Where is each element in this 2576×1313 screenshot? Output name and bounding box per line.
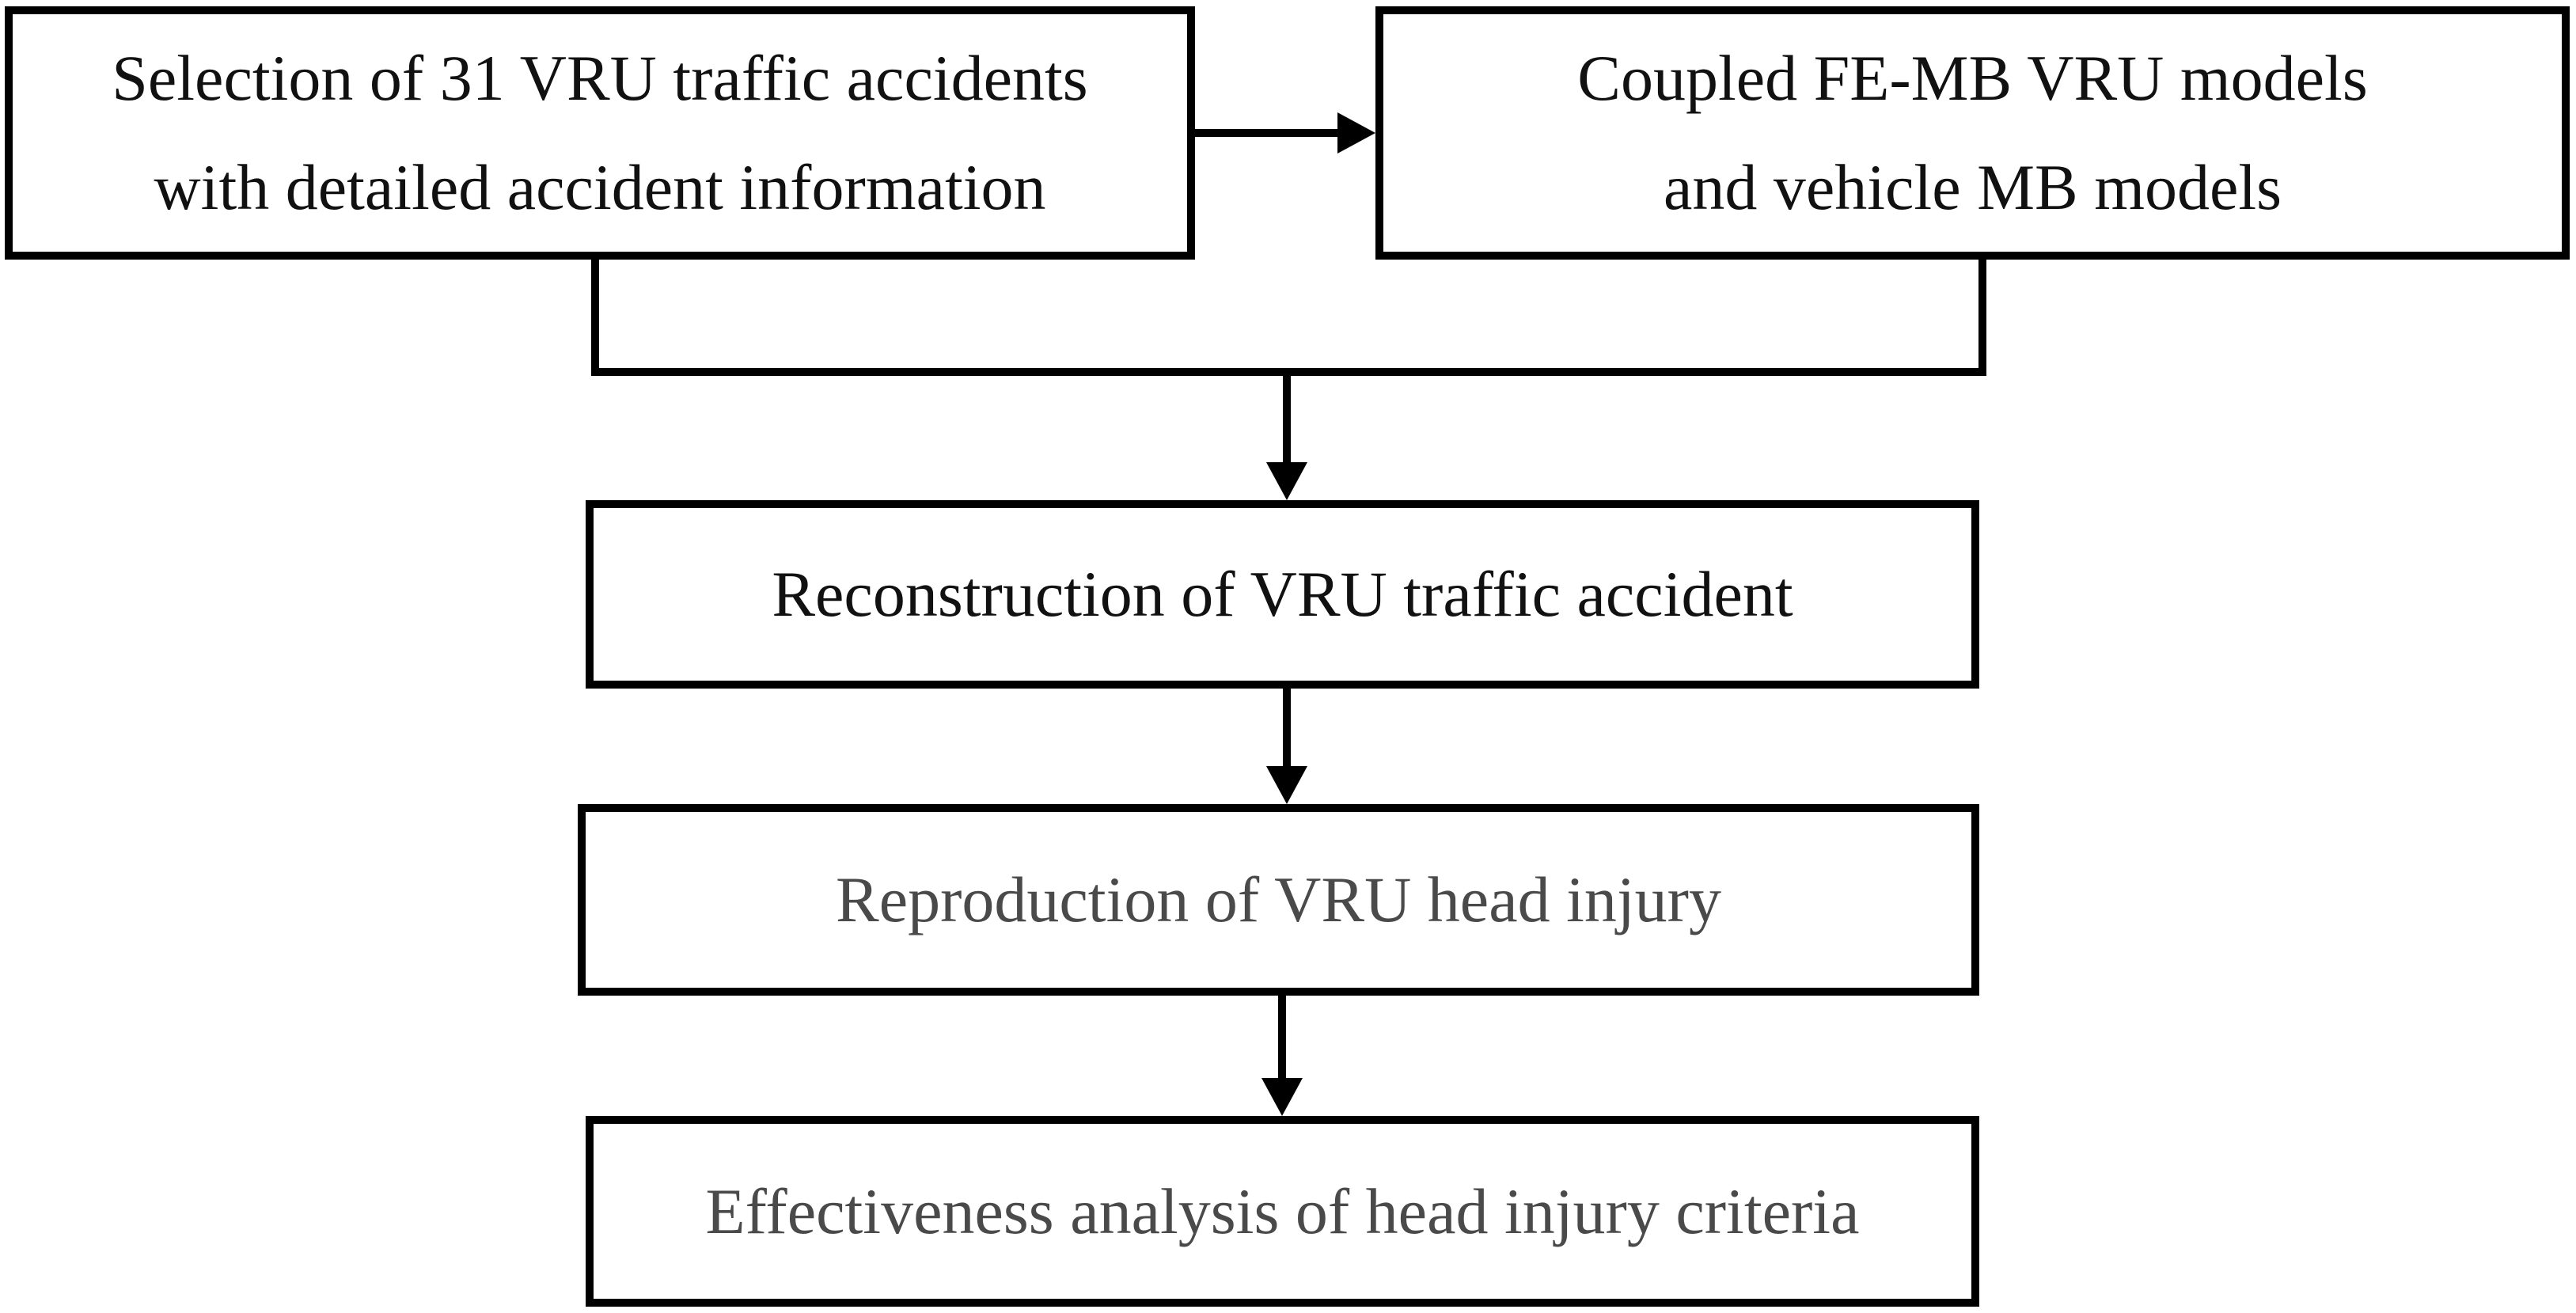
arrowhead-reproduction-to-effectiveness bbox=[1261, 1078, 1303, 1116]
node-reproduction: Reproduction of VRU head injury bbox=[578, 804, 1979, 996]
node-coupled-models-label: Coupled FE-MB VRU models and vehicle MB … bbox=[1577, 42, 2368, 223]
arrowhead-reconstruction-to-reproduction bbox=[1266, 766, 1307, 804]
arrowhead-selection-to-coupled bbox=[1337, 112, 1375, 154]
node-effectiveness-label: Effectiveness analysis of head injury cr… bbox=[705, 1174, 1860, 1247]
merge-bracket bbox=[591, 260, 1986, 376]
node-coupled-models: Coupled FE-MB VRU models and vehicle MB … bbox=[1375, 6, 2570, 260]
node-reconstruction: Reconstruction of VRU traffic accident bbox=[586, 500, 1979, 689]
node-selection-label: Selection of 31 VRU traffic accidents wi… bbox=[112, 42, 1088, 223]
arrowhead-merge-to-reconstruction bbox=[1266, 462, 1307, 500]
node-effectiveness: Effectiveness analysis of head injury cr… bbox=[586, 1116, 1979, 1307]
node-selection: Selection of 31 VRU traffic accidents wi… bbox=[5, 6, 1195, 260]
node-reproduction-label: Reproduction of VRU head injury bbox=[836, 863, 1721, 935]
node-reconstruction-label: Reconstruction of VRU traffic accident bbox=[772, 558, 1793, 630]
